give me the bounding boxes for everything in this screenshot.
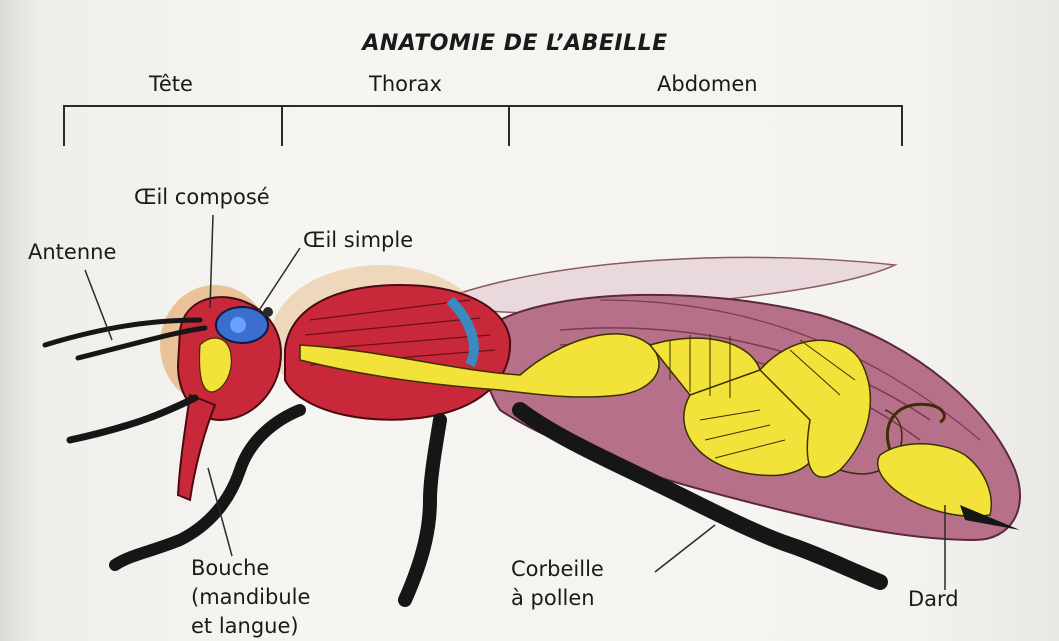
label-pollen-basket-line1: Corbeille	[511, 555, 604, 584]
mouthparts	[178, 395, 215, 500]
label-mouth-line1: Bouche	[191, 554, 310, 583]
label-mouth-line2: (mandibule	[191, 583, 310, 612]
label-mouth: Bouche (mandibule et langue)	[191, 554, 310, 641]
label-stinger: Dard	[908, 585, 959, 614]
diagram-title: ANATOMIE DE L’ABEILLE	[300, 31, 730, 56]
segment-head-label: Tête	[149, 72, 193, 96]
label-pollen-basket: Corbeille à pollen	[511, 555, 604, 613]
segment-abdomen-label: Abdomen	[657, 72, 758, 96]
label-compound-eye: Œil composé	[134, 183, 270, 212]
simple-eye	[263, 307, 273, 317]
segment-bracket	[64, 106, 902, 146]
label-simple-eye: Œil simple	[303, 226, 413, 255]
segment-thorax-label: Thorax	[369, 72, 442, 96]
label-pollen-basket-line2: à pollen	[511, 584, 604, 613]
label-antenna: Antenne	[28, 238, 116, 267]
label-mouth-line3: et langue)	[191, 612, 310, 641]
